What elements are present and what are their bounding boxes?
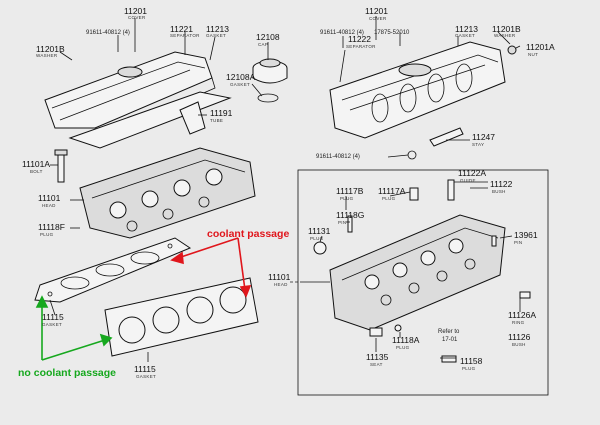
head-assembly-box xyxy=(297,169,549,396)
plug-11117a xyxy=(409,187,419,201)
left-name-12108: CAP xyxy=(258,42,268,47)
left-label-11213: 11213 xyxy=(206,24,229,34)
left-name-12108a: GASKET xyxy=(230,82,250,87)
right-name-11101: HEAD xyxy=(274,282,288,287)
right-name-13961: PIN xyxy=(514,240,522,245)
left-name-11201b: WASHER xyxy=(36,53,58,58)
right-name-11135: SEAT xyxy=(370,362,383,367)
head-gasket-no-coolant-passage xyxy=(104,277,259,357)
right-label-11158: 11158 xyxy=(460,356,483,366)
left-valve-cover xyxy=(44,51,216,139)
right-label-11201: 11201 xyxy=(365,6,388,16)
coolant-passage-arrows xyxy=(170,237,252,298)
right-name-11117a: PLUG xyxy=(382,196,396,201)
left-label-11118f: 11118F xyxy=(38,222,65,232)
right-valve-cover xyxy=(329,41,506,139)
left-name-11101a: BOLT xyxy=(30,169,43,174)
right-name-11201b: WASHER xyxy=(494,33,516,38)
left-name-11213: GASKET xyxy=(206,33,226,38)
ring-11126a xyxy=(519,291,531,299)
left-label-11191: 11191 xyxy=(210,108,233,118)
right-label-91611-lower: 91611-40812 (4) xyxy=(316,154,360,160)
right-label-11126: 11126 xyxy=(508,332,531,342)
seat-11135 xyxy=(369,327,383,337)
right-name-11201a: NUT xyxy=(528,52,538,57)
left-name-11201: COVER xyxy=(128,15,146,20)
right-label-11117b: 11117B xyxy=(336,186,364,196)
right-label-11122: 11122 xyxy=(490,179,513,189)
right-name-11117b: PLUG xyxy=(340,196,354,201)
right-name-11158: PLUG xyxy=(462,366,476,371)
guide-11122a xyxy=(447,179,455,201)
right-name-11126a: RING xyxy=(512,320,525,325)
right-label-11222: 11222 xyxy=(348,34,371,44)
pin-11118g xyxy=(347,215,353,233)
left-name-11191: TUBE xyxy=(210,118,223,123)
plug-11158 xyxy=(441,355,457,363)
left-name-11101: HEAD xyxy=(42,203,56,208)
plug-11131 xyxy=(313,241,327,255)
plug-11118a xyxy=(394,324,402,332)
right-label-11126a: 11126A xyxy=(508,310,536,320)
refer-note-line2: 17-01 xyxy=(442,337,458,343)
right-name-11118g: PIN xyxy=(338,220,346,225)
right-label-17875: 17875-52010 xyxy=(374,30,410,36)
right-name-11122: BUSH xyxy=(492,189,506,194)
left-label-11101a: 11101A xyxy=(22,159,50,169)
left-label-11221: 11221 xyxy=(170,24,193,34)
right-label-11131: 11131 xyxy=(308,226,331,236)
right-name-11247: STAY xyxy=(472,142,484,147)
right-name-11213: GASKET xyxy=(455,33,475,38)
left-label-11201b: 11201B xyxy=(36,44,65,54)
right-label-11117a: 11117A xyxy=(378,186,406,196)
left-name-11115-upper: GASKET xyxy=(42,322,62,327)
stud-leader xyxy=(339,49,346,83)
left-label-11101: 11101 xyxy=(38,193,61,203)
right-name-11201: COVER xyxy=(369,16,387,21)
head-bolt xyxy=(54,149,68,183)
stay-bracket xyxy=(407,127,464,160)
head-gasket-with-coolant-passage xyxy=(34,237,192,303)
left-label-91611: 91611-40812 (4) xyxy=(86,30,130,36)
right-label-11101: 11101 xyxy=(268,272,291,282)
left-label-11115-lower: 11115 xyxy=(134,364,156,374)
washer-nut xyxy=(507,45,517,55)
left-name-11221: SEPARATOR xyxy=(170,33,200,38)
left-name-11115-lower: GASKET xyxy=(136,374,156,379)
right-name-11131: PLUG xyxy=(310,236,324,241)
left-cylinder-head xyxy=(79,147,256,239)
right-cylinder-head xyxy=(329,214,506,331)
right-label-11118a: 11118A xyxy=(392,335,420,345)
right-name-11222: SEPARATOR xyxy=(346,44,376,49)
left-label-11115-upper: 11115 xyxy=(42,312,64,322)
left-label-11201: 11201 xyxy=(124,6,147,16)
oil-filler-cap xyxy=(252,58,288,103)
no-coolant-passage-label: no coolant passage xyxy=(18,367,116,379)
right-label-11201b: 11201B xyxy=(492,24,521,34)
pcv-tube xyxy=(179,101,206,135)
no-coolant-passage-arrows xyxy=(35,295,113,361)
right-label-11213: 11213 xyxy=(455,24,478,34)
left-name-11118f: PLUG xyxy=(40,232,54,237)
left-label-12108: 12108 xyxy=(256,32,280,42)
right-label-11201a: 11201A xyxy=(526,42,555,52)
left-label-12108a: 12108A xyxy=(226,72,256,82)
refer-note-line1: Refer to xyxy=(438,329,460,335)
right-label-11122a: 11122A xyxy=(458,168,486,178)
right-name-11122a: GUIDE xyxy=(460,178,476,183)
right-label-11247: 11247 xyxy=(472,132,495,142)
right-label-91611: 91611-40812 (4) xyxy=(320,30,364,36)
right-name-11126: BUSH xyxy=(512,342,526,347)
coolant-passage-label: coolant passage xyxy=(207,228,289,240)
right-name-11118a: PLUG xyxy=(396,345,410,350)
right-label-13961: 13961 xyxy=(514,230,538,240)
right-label-11118g: 11118G xyxy=(336,210,364,220)
pin-13961 xyxy=(491,235,497,247)
right-label-11135: 11135 xyxy=(366,352,389,362)
